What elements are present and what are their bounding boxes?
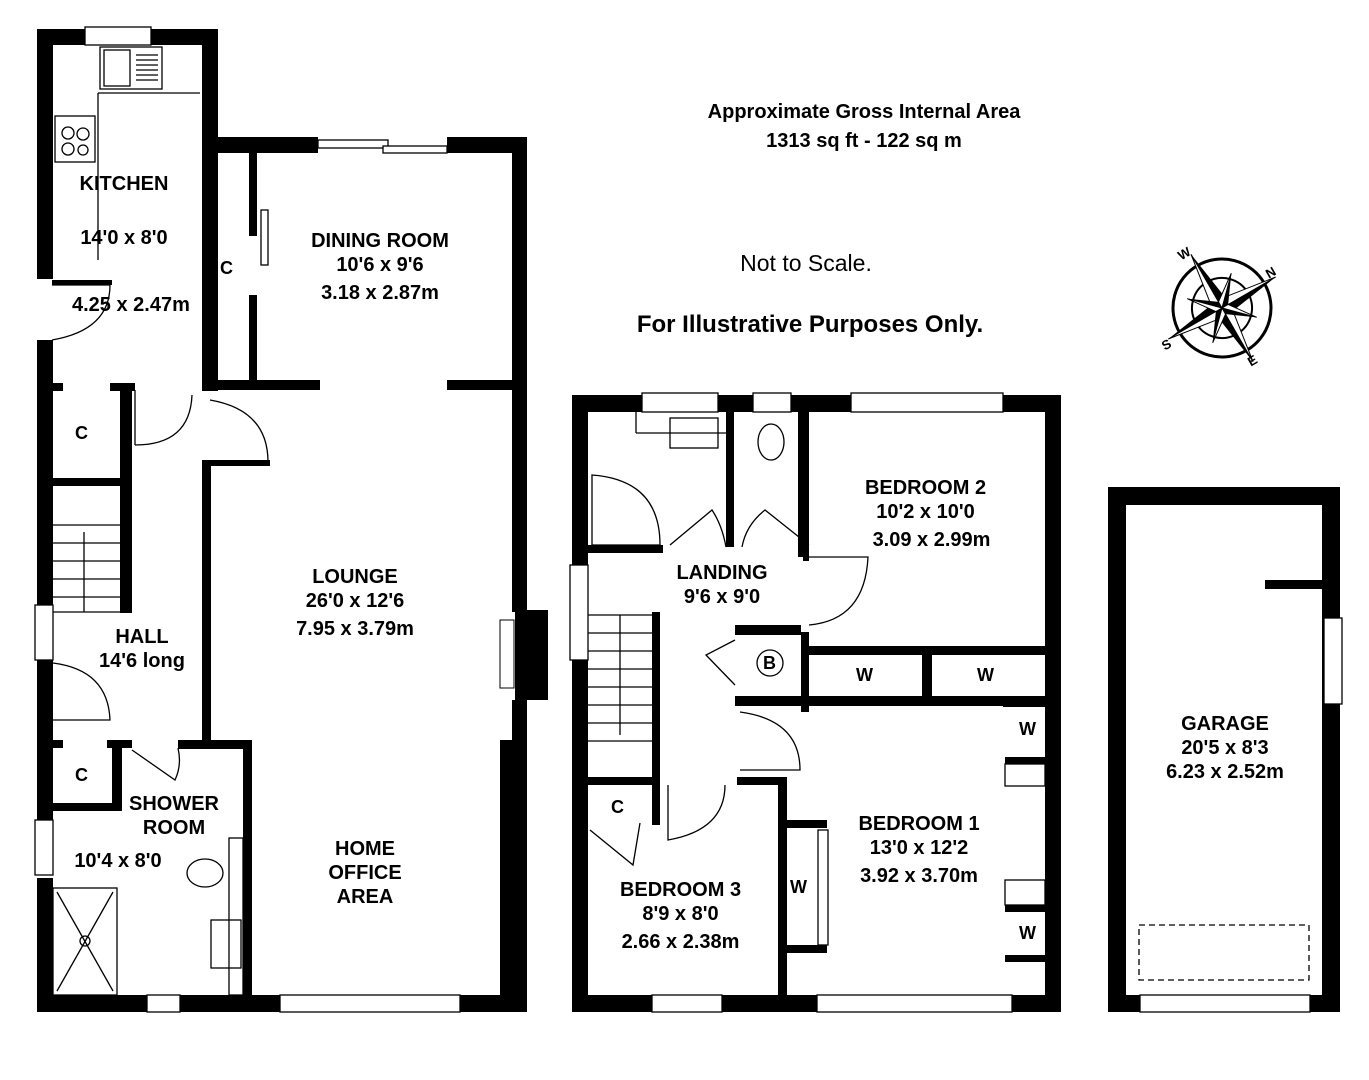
room-imperial: 14'0 x 8'0 (80, 227, 168, 249)
room-bedroom-2: BEDROOM 2 10'2 x 10'0 3.09 x 2.99m (838, 476, 1013, 552)
room-metric: 3.18 x 2.87m (321, 282, 439, 304)
room-name: BEDROOM 3 (619, 879, 742, 901)
room-metric: 7.95 x 3.79m (296, 618, 414, 640)
cupboard-label: C (75, 423, 88, 443)
room-imperial: 10'2 x 10'0 (876, 501, 975, 523)
room-name: LOUNGE (312, 566, 398, 588)
room-metric: 4.25 x 2.47m (72, 294, 190, 316)
room-imperial: 20'5 x 8'3 (1181, 737, 1269, 759)
boiler-label: B (763, 653, 776, 673)
wardrobe-label: W (790, 877, 807, 897)
gross-area-value: 1313 sq ft - 122 sq m (766, 130, 962, 152)
illustrative-note: For Illustrative Purposes Only. (636, 311, 984, 338)
room-imperial: 10'6 x 9'6 (336, 254, 424, 276)
room-name-2: OFFICE (328, 862, 402, 884)
room-imperial: 9'6 x 9'0 (683, 586, 761, 608)
room-name: BEDROOM 1 (858, 813, 980, 835)
room-imperial: 26'0 x 12'6 (305, 590, 405, 612)
first-floor-walls (572, 395, 1061, 1012)
wardrobe-label: W (1019, 719, 1036, 739)
first-floor-fixtures (569, 392, 1046, 1013)
room-imperial: 13'0 x 12'2 (869, 837, 969, 859)
cupboard-label: C (220, 258, 233, 278)
room-name: HALL (115, 626, 169, 648)
room-name: HOME (335, 838, 395, 860)
room-garage: GARAGE 20'5 x 8'3 6.23 x 2.52m (1140, 712, 1310, 784)
room-shower: SHOWER ROOM (114, 792, 234, 840)
room-name-2: ROOM (142, 817, 206, 839)
ground-floor-walls (37, 29, 548, 1012)
room-hall: HALL 14'6 long (82, 625, 202, 673)
cupboard-label: C (611, 797, 624, 817)
scale-note: Not to Scale. (740, 250, 872, 276)
room-bedroom-3: BEDROOM 3 8'9 x 8'0 2.66 x 2.38m (598, 878, 763, 954)
room-bedroom-1: BEDROOM 1 13'0 x 12'2 3.92 x 3.70m (830, 812, 1008, 888)
room-name-3: AREA (336, 886, 394, 908)
room-imperial: 8'9 x 8'0 (642, 903, 719, 925)
wardrobe-label: W (977, 665, 994, 685)
room-metric: 2.66 x 2.38m (621, 931, 740, 953)
room-name: DINING ROOM (311, 230, 449, 252)
room-home-office: HOME OFFICE AREA (300, 837, 430, 909)
wardrobe-label: W (1019, 923, 1036, 943)
wardrobe-label: W (856, 665, 873, 685)
cupboard-label: C (75, 765, 88, 785)
room-dining: DINING ROOM 10'6 x 9'6 3.18 x 2.87m (290, 229, 470, 305)
ground-floor-fixtures (34, 26, 461, 1013)
room-name: LANDING (676, 562, 768, 584)
room-metric: 3.92 x 3.70m (860, 865, 978, 887)
room-name: KITCHEN (79, 173, 169, 195)
room-landing: LANDING 9'6 x 9'0 (652, 561, 792, 609)
shower-room-imperial: 10'4 x 8'0 (74, 850, 162, 872)
room-name: GARAGE (1181, 713, 1269, 735)
compass-rose-icon (1168, 254, 1276, 362)
room-name: BEDROOM 2 (864, 477, 987, 499)
room-name: SHOWER (129, 793, 219, 815)
room-kitchen: KITCHEN 14'0 x 8'0 4.25 x 2.47m (64, 172, 190, 317)
room-lounge: LOUNGE 26'0 x 12'6 7.95 x 3.79m (265, 565, 445, 641)
room-imperial: 14'6 long (99, 650, 185, 672)
room-metric: 6.23 x 2.52m (1166, 761, 1284, 783)
gross-area-title: Approximate Gross Internal Area (707, 101, 1021, 123)
room-metric: 3.09 x 2.99m (872, 529, 991, 551)
